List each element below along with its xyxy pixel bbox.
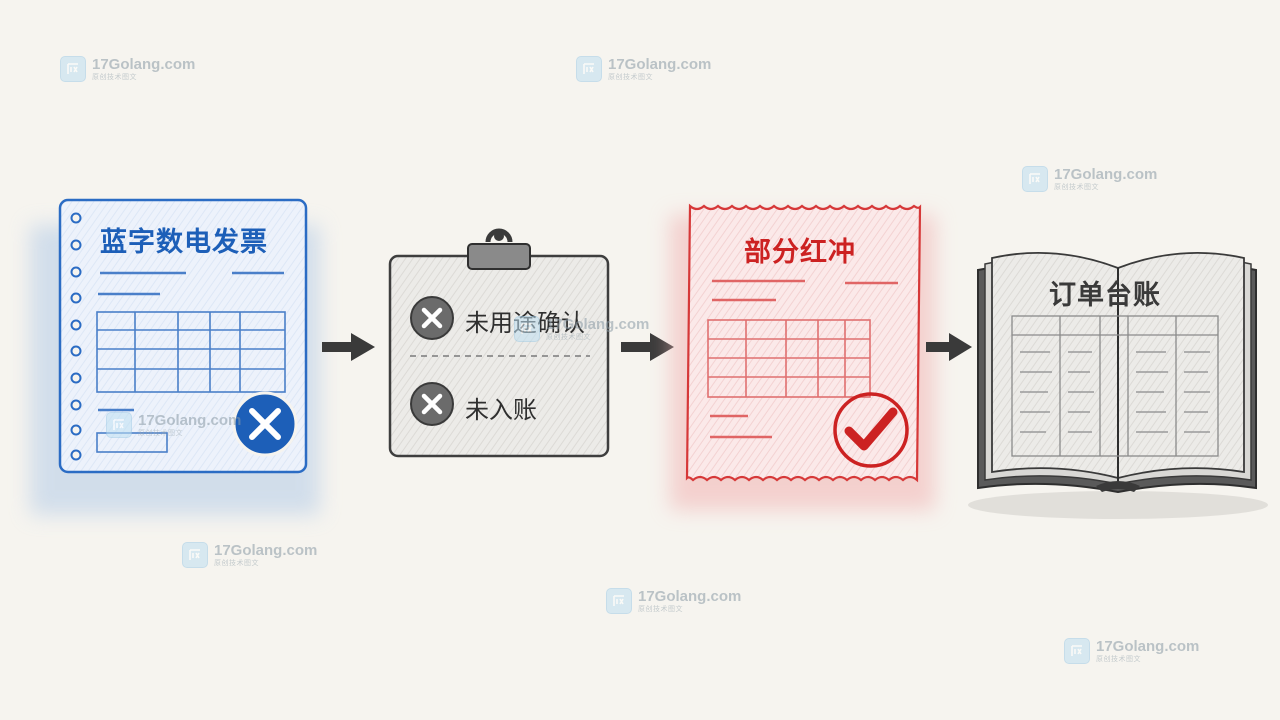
x-circle-icon	[410, 382, 454, 426]
watermark-logo-icon	[1064, 638, 1090, 664]
ledger-title: 订单台账	[1049, 280, 1161, 311]
watermark-site: 17Golang.com	[546, 316, 650, 333]
x-circle-icon	[410, 296, 454, 340]
x-circle-icon	[232, 391, 298, 457]
watermark-site: 17Golang.com	[92, 56, 196, 73]
red-invoice-title: 部分红冲	[744, 237, 856, 268]
watermark-logo-icon	[514, 316, 540, 342]
watermark-site: 17Golang.com	[638, 588, 742, 605]
watermark-logo-icon	[182, 542, 208, 568]
watermark-subtitle: 原创技术图文	[92, 73, 137, 81]
check-circle-icon	[833, 392, 909, 468]
watermark-logo-icon	[1022, 166, 1048, 192]
watermark-subtitle: 原创技术图文	[638, 605, 683, 613]
watermark-subtitle: 原创技术图文	[1096, 655, 1141, 663]
watermark-subtitle: 原创技术图文	[608, 73, 653, 81]
checklist-item-not-booked: 未入账	[465, 396, 537, 424]
watermark-site: 17Golang.com	[1054, 166, 1158, 183]
watermark-subtitle: 原创技术图文	[138, 429, 183, 437]
watermark-site: 17Golang.com	[1096, 638, 1200, 655]
watermark-logo-icon	[60, 56, 86, 82]
arrow-right-icon	[322, 333, 375, 361]
clipboard-card	[388, 254, 610, 458]
watermark-subtitle: 原创技术图文	[546, 333, 591, 341]
red-invoice-card	[670, 203, 935, 510]
watermark-logo-icon	[576, 56, 602, 82]
watermark-site: 17Golang.com	[214, 542, 318, 559]
watermark-site: 17Golang.com	[138, 412, 242, 429]
binder-clip-icon	[467, 228, 531, 270]
arrow-right-icon	[621, 333, 674, 361]
open-book-icon	[968, 251, 1268, 519]
watermark-logo-icon	[606, 588, 632, 614]
blue-invoice-title: 蓝字数电发票	[100, 227, 268, 258]
watermark-logo-icon	[106, 412, 132, 438]
watermark-subtitle: 原创技术图文	[1054, 183, 1099, 191]
arrow-right-icon	[926, 333, 972, 361]
watermark-subtitle: 原创技术图文	[214, 559, 259, 567]
watermark-site: 17Golang.com	[608, 56, 712, 73]
